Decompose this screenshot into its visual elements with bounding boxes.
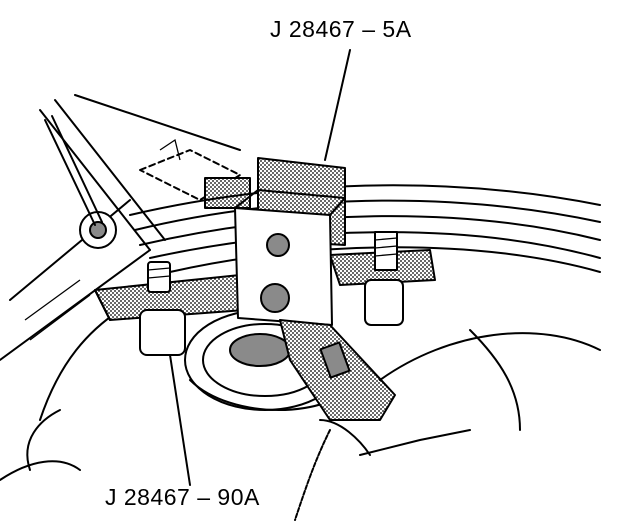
body-panel <box>0 94 241 481</box>
leader-line-top <box>324 49 351 161</box>
upper-bracket <box>139 138 251 209</box>
callout-label-bottom: J 28467 – 90A <box>105 484 260 510</box>
leader-line-bottom <box>169 354 191 486</box>
tool-5a-foot <box>279 319 396 421</box>
leader-lines <box>169 49 351 486</box>
callout-label-top: J 28467 – 5A <box>270 16 412 42</box>
tool-90a-post <box>139 261 186 356</box>
cable <box>294 329 601 521</box>
tool-arm-right <box>329 231 436 326</box>
tool-5a-body <box>234 157 346 326</box>
grommet <box>44 115 117 249</box>
